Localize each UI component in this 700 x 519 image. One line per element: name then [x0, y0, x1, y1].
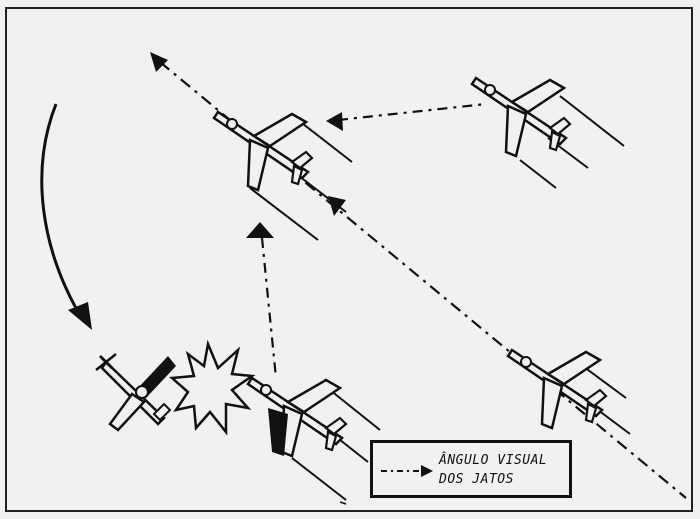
jet-aircraft-icon: [506, 348, 608, 430]
jet-aircraft-icon: [246, 376, 348, 458]
jet-wing-shadow: [268, 408, 288, 456]
arrowhead-icon: [421, 465, 433, 477]
legend-box: ÂNGULO VISUAL DOS JATOS: [370, 440, 572, 498]
diagram-frame: [5, 7, 693, 512]
arrowhead-icon: [246, 222, 274, 238]
legend-label-line2: DOS JATOS: [439, 472, 514, 487]
legend-dash-arrow: [381, 465, 433, 477]
jet-aircraft-icon: [212, 110, 314, 192]
arrowhead-icon: [68, 302, 92, 330]
arrowhead-icon: [150, 52, 168, 72]
legend-label-line1: ÂNGULO VISUAL: [439, 453, 548, 468]
arrowhead-icon: [326, 112, 343, 131]
jet-sight-line-vertical: [260, 237, 278, 379]
curved-arrow: [40, 103, 86, 323]
jet-sight-line-upper: [337, 102, 487, 122]
propeller-plane-icon: [95, 353, 176, 432]
explosion-burst-icon: [168, 339, 256, 436]
stray-mark: [339, 501, 347, 505]
jet-aircraft-icon: [470, 76, 572, 158]
